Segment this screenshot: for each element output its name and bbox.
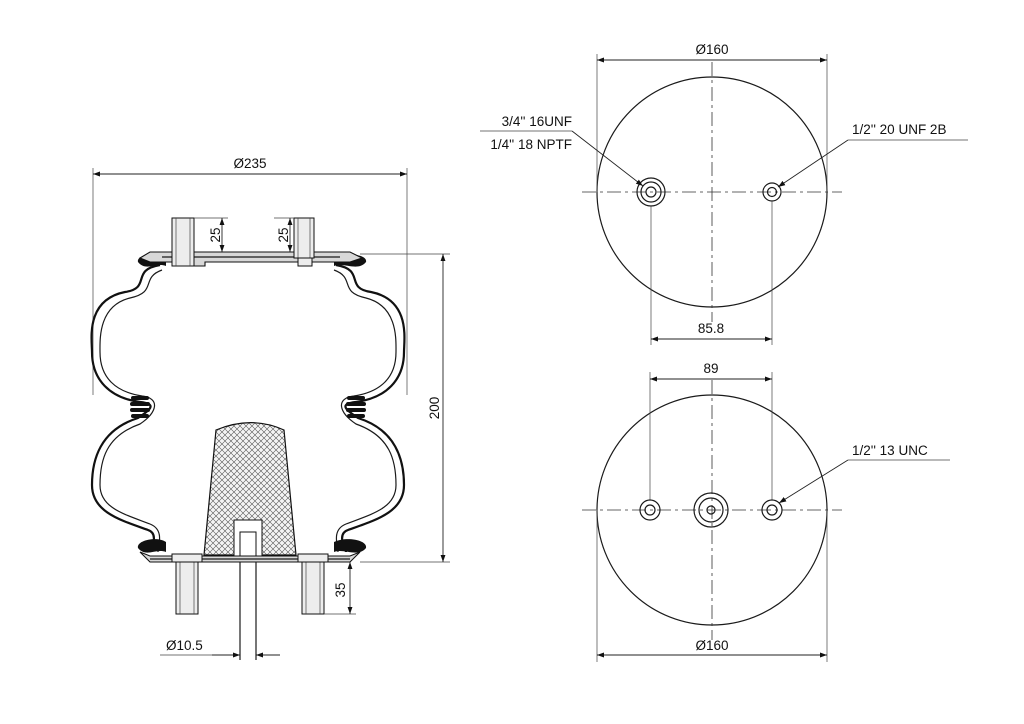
bottom-diameter-label: Ø160	[695, 638, 728, 653]
overall-diameter-label: Ø235	[233, 156, 266, 171]
top-view: Ø160 85.8 3/4'' 16UNF 1/4'' 18 NPTF 1/2'…	[480, 42, 968, 345]
bottom-stud-right	[301, 561, 325, 615]
bottom-stud-label: 1/2'' 13 UNC	[852, 443, 928, 458]
top-diameter-label: Ø160	[695, 42, 728, 57]
bottom-stud-label: 35	[333, 582, 348, 597]
bellows-outline-right	[335, 263, 406, 553]
top-spacing-label: 85.8	[698, 321, 724, 336]
top-stud-left-label: 25	[208, 227, 223, 242]
top-stud-right-label: 25	[276, 227, 291, 242]
top-stud-label: 1/2'' 20 UNF 2B	[852, 122, 946, 137]
girdle-ring-left	[130, 396, 150, 418]
bottom-center-boss	[693, 492, 729, 528]
bottom-bead-left	[137, 539, 166, 553]
girdle-ring-right	[346, 396, 366, 418]
bottom-bead-right	[334, 539, 367, 553]
height-label: 200	[427, 397, 442, 420]
side-view: Ø235	[90, 156, 450, 660]
port-label-1: 3/4'' 16UNF	[502, 114, 572, 129]
bumper	[203, 421, 297, 556]
hole-diameter-label: Ø10.5	[166, 638, 203, 653]
bottom-stud-left	[175, 561, 199, 615]
top-stud-left	[171, 217, 195, 267]
port-label-2: 1/4'' 18 NPTF	[490, 137, 572, 152]
bottom-stud-hole-left	[639, 499, 661, 521]
bottom-stud-hole-right	[761, 499, 783, 521]
bottom-view: 89 1/2'' 13 UNC Ø160	[582, 361, 950, 662]
bottom-spacing-label: 89	[703, 361, 718, 376]
top-stud-right	[293, 217, 315, 259]
bellows-outline-left	[90, 263, 161, 553]
